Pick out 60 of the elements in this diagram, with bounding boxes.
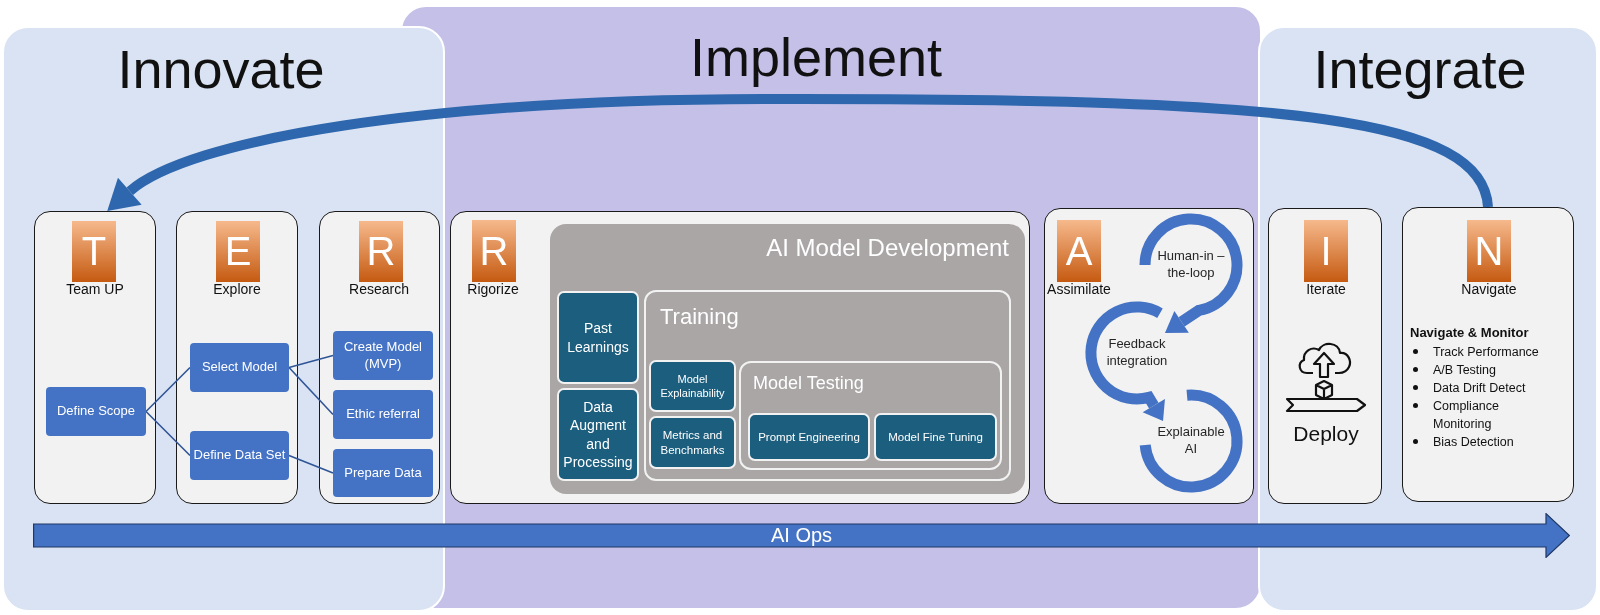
phase-card [1268, 208, 1382, 504]
card-title: Rigorize [467, 282, 519, 296]
card-title: Research [349, 282, 409, 296]
phase-panel [1258, 26, 1598, 612]
block-arrow [33, 513, 1570, 558]
letter-tile: T [72, 221, 116, 282]
phase-card [319, 211, 440, 504]
letter-tile: I [1304, 220, 1348, 282]
letter-tile: E [216, 221, 260, 282]
card-title: Explore [213, 282, 261, 296]
card-title: Iterate [1306, 282, 1346, 296]
phase-card [176, 211, 298, 504]
connector-line [145, 410, 191, 457]
step-label: Feedback integration [1097, 333, 1177, 373]
process-box: Ethic referral [333, 390, 433, 439]
process-box: Model Explainability [649, 360, 736, 412]
card-title: Navigate [1461, 282, 1517, 296]
process-box: Model Fine Tuning [874, 413, 997, 461]
process-box: Prompt Engineering [748, 413, 870, 461]
process-box: Define Scope [46, 387, 146, 436]
step-label: Explainable AI [1151, 421, 1231, 461]
curved-arrow [105, 94, 1493, 209]
connector-line [288, 366, 334, 416]
letter-tile: A [1057, 220, 1101, 282]
card-title: Team UP [66, 282, 124, 296]
process-box: Create Model (MVP) [333, 331, 433, 380]
process-box: Define Data Set [190, 431, 289, 480]
list-heading: Navigate & Monitor [1410, 324, 1529, 342]
phase-card [450, 211, 1030, 504]
process-box: Prepare Data [333, 449, 433, 497]
panel-title: AI Model Development [766, 236, 1009, 260]
list-item: Bias Detection [1433, 434, 1514, 451]
process-box: Select Model [190, 343, 289, 392]
connector-line [288, 454, 334, 474]
circular-arrow [1085, 301, 1165, 422]
connector-line [145, 366, 191, 413]
phase-panel [2, 26, 445, 612]
list-item: Track Performance [1433, 344, 1539, 361]
letter-tile: N [1467, 220, 1511, 282]
phase-card [34, 211, 156, 504]
process-box: Past Learnings [557, 291, 639, 384]
process-box: Data Augment and Processing [557, 388, 639, 481]
list-item: Compliance Monitoring [1433, 398, 1500, 433]
group-panel [550, 224, 1025, 494]
group-panel [644, 290, 1011, 481]
letter-tile: R [472, 220, 516, 282]
panel-title: Model Testing [753, 374, 864, 392]
connector-line [288, 354, 334, 369]
letter-tile: R [359, 221, 403, 282]
icon-caption: Deploy [1293, 423, 1359, 444]
card-title: Assimilate [1047, 282, 1111, 296]
panel-title: Innovate [117, 42, 325, 96]
phase-card [1402, 207, 1574, 502]
process-box: Metrics and Benchmarks [649, 416, 736, 469]
step-label: Human-in – the-loop [1151, 245, 1231, 285]
list-item: A/B Testing [1433, 362, 1496, 379]
panel-title: Training [660, 306, 739, 328]
list-item: Data Drift Detect [1433, 380, 1526, 397]
group-panel [739, 361, 1002, 470]
arrow-label: AI Ops [770, 524, 833, 547]
